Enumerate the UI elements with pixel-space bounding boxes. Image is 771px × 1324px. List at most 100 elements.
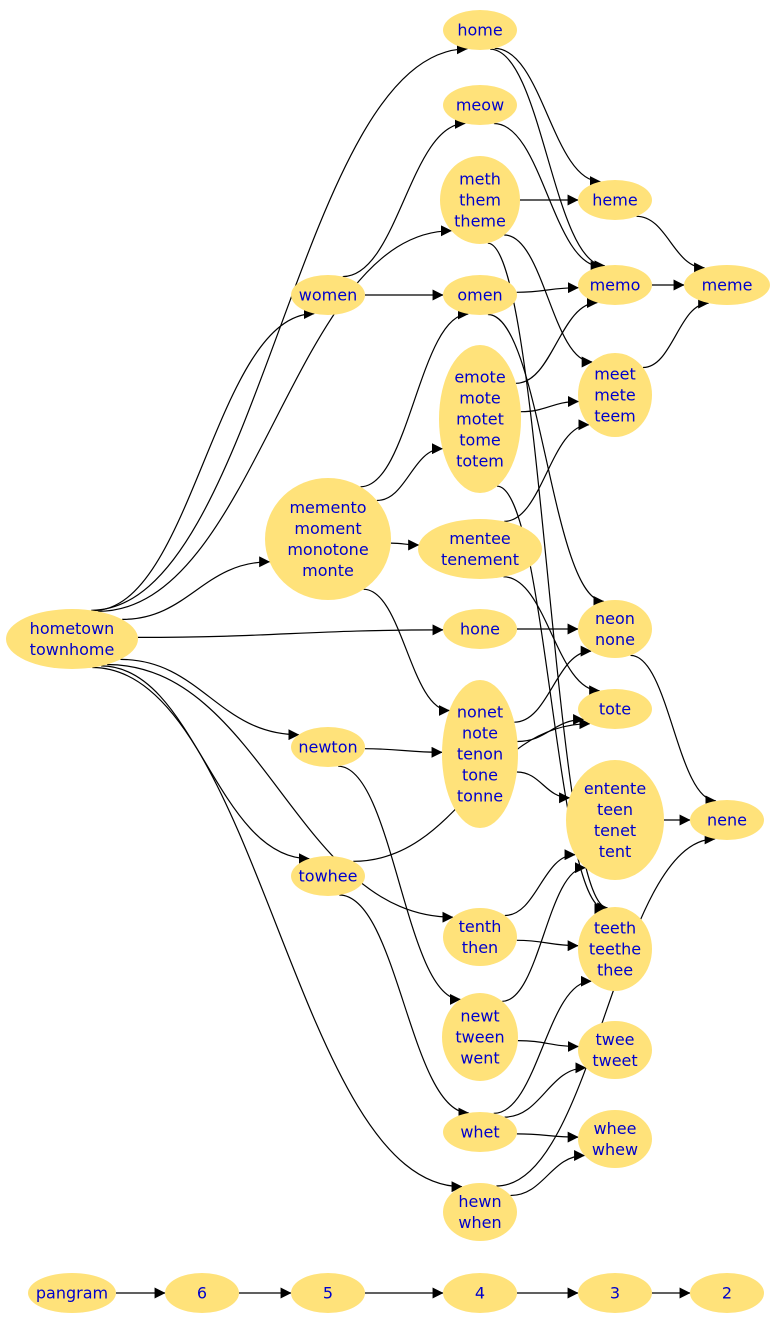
node-neon-ellipse <box>578 600 652 658</box>
node-pangram-label: pangram <box>36 1284 108 1303</box>
node-entente-label: entente <box>584 779 646 798</box>
node-l6-ellipse <box>165 1273 239 1313</box>
edge-whet-to-teeth <box>493 975 592 1114</box>
node-nonet-label: tone <box>462 766 498 785</box>
node-l4-label: 4 <box>475 1284 485 1303</box>
edge-nonet-to-entente <box>516 771 571 804</box>
node-meet-label: mete <box>594 386 636 405</box>
node-meet-label: meet <box>594 365 636 384</box>
node-meme: meme <box>684 265 770 305</box>
node-newt-label: went <box>460 1049 499 1068</box>
node-tote: tote <box>578 689 652 729</box>
node-hewn-ellipse <box>443 1183 517 1241</box>
edge-emote-to-memo <box>515 297 598 384</box>
edge-emote-to-meet <box>520 396 579 413</box>
edge-memento-to-nonet <box>363 588 450 716</box>
node-entente-label: teen <box>597 800 633 819</box>
node-tenth-label: tenth <box>459 917 502 936</box>
node-memento-label: monotone <box>287 540 368 559</box>
node-teeth-label: thee <box>597 961 633 980</box>
node-women-ellipse <box>291 275 365 315</box>
node-hewn-label: hewn <box>458 1192 501 1211</box>
node-newt-label: newt <box>460 1007 499 1026</box>
node-whet: whet <box>443 1112 517 1152</box>
node-meme-ellipse <box>684 265 770 305</box>
node-meth-label: theme <box>454 212 506 231</box>
node-pangram: pangram <box>28 1273 116 1313</box>
node-newton-ellipse <box>291 727 365 767</box>
node-l3: 3 <box>578 1273 652 1313</box>
node-tenth-ellipse <box>443 908 517 966</box>
node-neon-label: none <box>595 630 635 649</box>
node-nonet-ellipse <box>442 680 518 828</box>
node-emote-label: motet <box>456 410 504 429</box>
edge-memento-to-omen <box>360 308 469 488</box>
node-twee-label: twee <box>595 1030 634 1049</box>
node-nene: nene <box>690 800 764 840</box>
edge-women-to-meow <box>342 117 466 278</box>
node-heme-ellipse <box>578 180 652 220</box>
node-meth-label: them <box>459 191 501 210</box>
node-whet-ellipse <box>443 1112 517 1152</box>
node-towhee-ellipse <box>291 856 365 896</box>
node-omen-label: omen <box>457 286 502 305</box>
node-l4: 4 <box>443 1273 517 1313</box>
edge-hometown-to-memento <box>122 556 271 620</box>
node-whee-label: whee <box>594 1119 637 1138</box>
node-meow: meow <box>443 85 517 125</box>
edge-newton-to-nonet <box>364 746 443 758</box>
node-home-label: home <box>457 21 502 40</box>
node-hometown-label: townhome <box>30 640 115 659</box>
node-meet-ellipse <box>578 353 652 437</box>
node-memento-label: moment <box>294 519 361 538</box>
edge-home-to-memo <box>490 48 606 272</box>
edge-meet-to-meme <box>642 297 710 369</box>
edge-hometown-to-tenth <box>106 663 454 923</box>
node-emote-label: mote <box>459 389 501 408</box>
node-newton: newton <box>291 727 365 767</box>
node-heme-label: heme <box>592 191 637 210</box>
node-meth-ellipse <box>440 156 520 244</box>
node-entente-ellipse <box>566 760 664 880</box>
node-memo-ellipse <box>578 265 652 305</box>
node-nene-label: nene <box>707 811 747 830</box>
node-nonet-label: tonne <box>457 787 503 806</box>
node-teeth-label: teeth <box>594 919 636 938</box>
edge-mentee-to-tote <box>503 576 601 697</box>
node-towhee: towhee <box>291 856 365 896</box>
edge-hometown-to-women <box>93 308 315 612</box>
node-memento-label: memento <box>289 498 366 517</box>
edge-meth-to-teeth <box>487 242 609 914</box>
node-newton-label: newton <box>298 738 357 757</box>
node-l4-ellipse <box>443 1273 517 1313</box>
edge-newton-to-newt <box>338 765 461 1005</box>
node-memento-label: monte <box>302 561 354 580</box>
edge-tenth-to-teeth <box>516 939 579 952</box>
node-l5: 5 <box>291 1273 365 1313</box>
edge-whet-to-twee <box>504 1062 587 1118</box>
node-omen-ellipse <box>443 275 517 315</box>
node-emote-label: tome <box>459 431 501 450</box>
node-whee-label: whew <box>592 1140 638 1159</box>
node-l3-label: 3 <box>610 1284 620 1303</box>
node-newt-ellipse <box>442 993 518 1081</box>
node-mentee-label: mentee <box>449 529 511 548</box>
node-memo-label: memo <box>590 276 641 295</box>
node-nonet-label: tenon <box>457 745 503 764</box>
node-nonet-label: note <box>462 724 498 743</box>
node-memo: memo <box>578 265 652 305</box>
node-heme: heme <box>578 180 652 220</box>
edge-meow-to-memo <box>493 122 602 272</box>
node-women-label: women <box>299 286 357 305</box>
edge-omen-to-memo <box>516 282 579 294</box>
edge-newt-to-twee <box>517 1040 579 1052</box>
edge-towhee-to-whet <box>339 894 470 1119</box>
